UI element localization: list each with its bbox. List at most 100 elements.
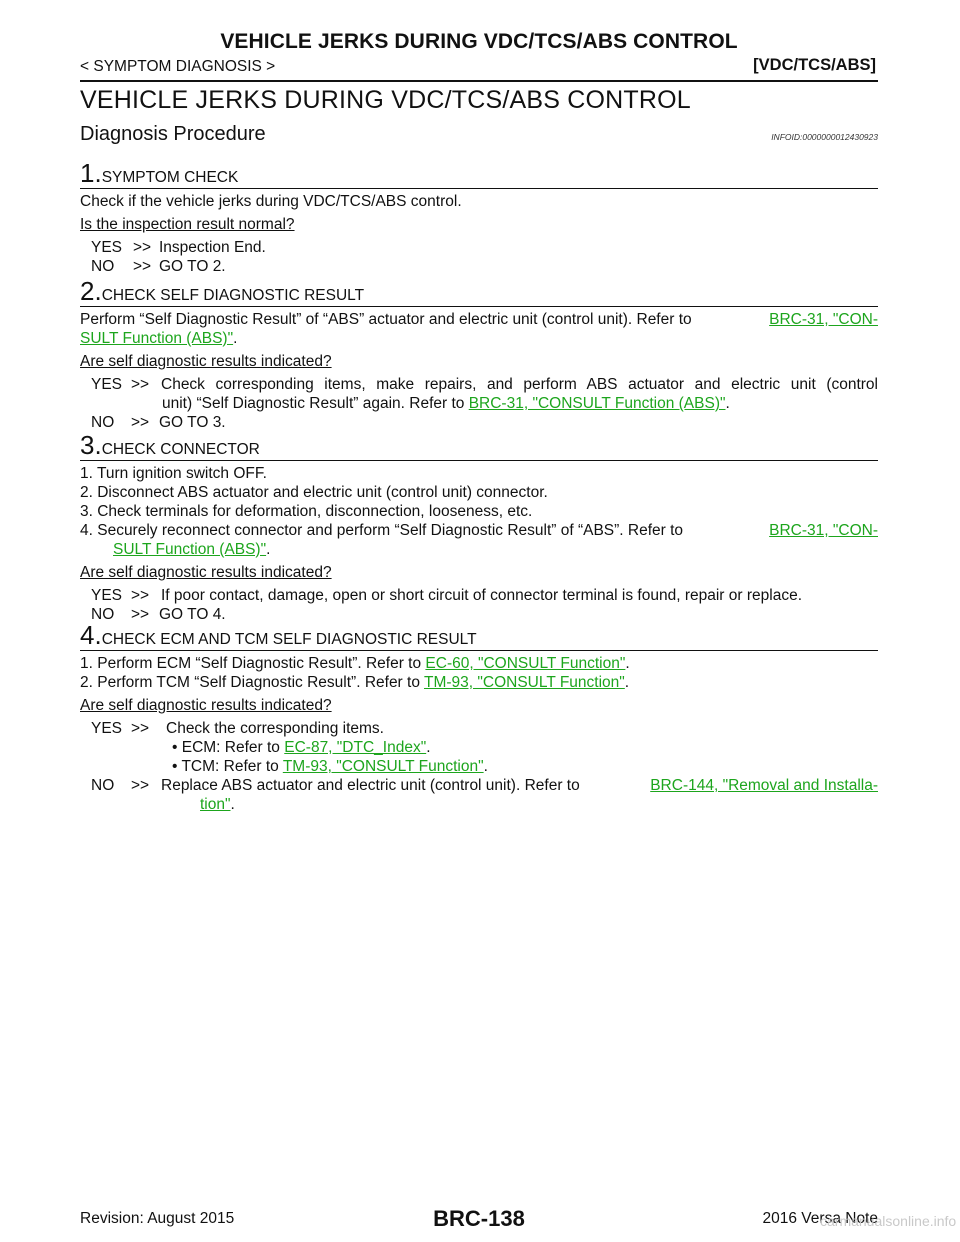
step-2-no: NO >> GO TO 3. xyxy=(91,414,226,432)
step-1-body: Check if the vehicle jerks during VDC/TC… xyxy=(80,193,462,210)
step-number: 3. xyxy=(80,430,102,460)
info-id: INFOID:0000000012430923 xyxy=(771,132,878,142)
step-3-item: 2. Disconnect ABS actuator and electric … xyxy=(80,484,548,501)
step-label: SYMPTOM CHECK xyxy=(101,169,239,186)
arrow: >> xyxy=(131,777,150,794)
step-label: CHECK SELF DIAGNOSTIC RESULT xyxy=(101,287,365,304)
link-brc-31-consult[interactable]: BRC-31, "CONSULT Function (ABS)" xyxy=(468,395,726,412)
item-text: 1. Perform ECM “Self Diagnostic Result”.… xyxy=(80,655,422,672)
step-3-yes: YES >> If poor contact, damage, open or sh… xyxy=(91,587,802,605)
watermark: carmanualsonline.info xyxy=(820,1213,957,1229)
item-text: 4. Securely reconnect connector and perf… xyxy=(80,522,684,539)
yes-label: YES xyxy=(91,239,123,256)
link-brc-144[interactable]: BRC-144, "Removal and Installa- xyxy=(650,777,878,794)
page-title: VEHICLE JERKS DURING VDC/TCS/ABS CONTROL xyxy=(80,86,691,114)
yes-text: Inspection End. xyxy=(159,239,266,256)
step-number: 2. xyxy=(80,276,102,306)
step-2-yes: YES >> Check corresponding items, make r… xyxy=(91,376,878,394)
arrow: >> xyxy=(131,587,150,604)
yes-label: YES xyxy=(91,720,123,737)
link-brc-31-cont[interactable]: SULT Function (ABS)" xyxy=(80,330,234,347)
step-1-yes: YES >> Inspection End. xyxy=(91,239,266,257)
period: . xyxy=(624,674,630,691)
step-3-heading: 3.CHECK CONNECTOR xyxy=(80,430,878,461)
yes-text: If poor contact, damage, open or short c… xyxy=(161,587,802,604)
step-4-bullet-ecm: • ECM: Refer to EC-87, "DTC_Index". xyxy=(172,739,431,757)
link-tm-93[interactable]: TM-93, "CONSULT Function" xyxy=(282,758,484,775)
step-3-item: 3. Check terminals for deformation, disc… xyxy=(80,503,533,520)
step-number: 4. xyxy=(80,620,102,650)
step-4-no-cont: tion". xyxy=(200,796,235,814)
section-subtitle: Diagnosis Procedure xyxy=(80,123,266,145)
no-text-line: Replace ABS actuator and electric unit (… xyxy=(161,777,878,795)
body-text: Perform “Self Diagnostic Result” of “ABS… xyxy=(80,311,692,328)
no-text: GO TO 4. xyxy=(159,606,226,623)
link-brc-31-cont[interactable]: SULT Function (ABS)" xyxy=(113,541,267,558)
link-brc-144-cont[interactable]: tion" xyxy=(200,796,231,813)
step-number: 1. xyxy=(80,158,102,188)
manual-page: VEHICLE JERKS DURING VDC/TCS/ABS CONTROL… xyxy=(80,0,878,1242)
arrow: >> xyxy=(133,239,152,256)
step-4-item-2: 2. Perform TCM “Self Diagnostic Result”.… xyxy=(80,674,629,692)
bullet-text: • ECM: Refer to xyxy=(172,739,280,756)
revision-date: Revision: August 2015 xyxy=(80,1210,235,1227)
page-number: BRC-138 xyxy=(433,1206,525,1231)
yes-label: YES xyxy=(91,376,123,393)
step-2-yes-cont: unit) “Self Diagnostic Result” again. Re… xyxy=(162,395,730,413)
period: . xyxy=(266,541,271,558)
period: . xyxy=(625,655,630,672)
step-4-question: Are self diagnostic results indicated? xyxy=(80,697,332,714)
yes-text: Check corresponding items, make repairs,… xyxy=(161,376,878,393)
header-divider xyxy=(80,80,878,82)
step-4-bullet-tcm: • TCM: Refer to TM-93, "CONSULT Function… xyxy=(172,758,488,776)
step-1-heading: 1.SYMPTOM CHECK xyxy=(80,158,878,189)
link-tm-93[interactable]: TM-93, "CONSULT Function" xyxy=(424,674,625,691)
step-3-no: NO >> GO TO 4. xyxy=(91,606,226,624)
no-label: NO xyxy=(91,777,115,794)
step-4-no: NO >> Replace ABS actuator and electric … xyxy=(91,777,878,795)
no-text: Replace ABS actuator and electric unit (… xyxy=(161,777,580,794)
step-1-question: Is the inspection result normal? xyxy=(80,216,295,233)
period: . xyxy=(230,796,235,813)
vehicle-model: 2016 Versa Note xyxy=(762,1210,878,1227)
step-3-item-4: 4. Securely reconnect connector and perf… xyxy=(80,522,878,540)
step-label: CHECK CONNECTOR xyxy=(101,441,260,458)
link-brc-31[interactable]: BRC-31, "CON- xyxy=(769,522,878,539)
step-3-question: Are self diagnostic results indicated? xyxy=(80,564,332,581)
step-3-item-4-cont: SULT Function (ABS)". xyxy=(113,541,270,559)
item-text: 2. Perform TCM “Self Diagnostic Result”.… xyxy=(80,674,420,691)
no-label: NO xyxy=(91,258,115,275)
link-ec-87[interactable]: EC-87, "DTC_Index" xyxy=(284,739,427,756)
yes-label: YES xyxy=(91,587,123,604)
section-tag: [VDC/TCS/ABS] xyxy=(753,56,876,74)
step-2-body-cont: SULT Function (ABS)". xyxy=(80,330,237,348)
yes-text-cont: unit) “Self Diagnostic Result” again. Re… xyxy=(162,395,465,412)
no-text: GO TO 2. xyxy=(159,258,226,275)
step-1-no: NO>>GO TO 2. xyxy=(91,258,226,276)
period: . xyxy=(233,330,238,347)
step-2-question: Are self diagnostic results indicated? xyxy=(80,353,332,370)
yes-text: Check the corresponding items. xyxy=(166,720,384,737)
bullet-text: • TCM: Refer to xyxy=(172,758,279,775)
step-label: CHECK ECM AND TCM SELF DIAGNOSTIC RESULT xyxy=(101,631,477,648)
no-label: NO xyxy=(91,606,115,623)
period: . xyxy=(483,758,488,775)
arrow: >> xyxy=(131,376,150,393)
no-label: NO xyxy=(91,414,115,431)
arrow: >> xyxy=(131,720,150,737)
no-text: GO TO 3. xyxy=(159,414,226,431)
link-brc-31[interactable]: BRC-31, "CON- xyxy=(769,311,878,328)
step-4-yes: YES >> Check the corresponding items. xyxy=(91,720,384,738)
breadcrumb: < SYMPTOM DIAGNOSIS > xyxy=(80,58,276,75)
period: . xyxy=(725,395,730,412)
link-ec-60[interactable]: EC-60, "CONSULT Function" xyxy=(425,655,626,672)
period: . xyxy=(426,739,431,756)
step-4-item-1: 1. Perform ECM “Self Diagnostic Result”.… xyxy=(80,655,630,673)
step-4-heading: 4.CHECK ECM AND TCM SELF DIAGNOSTIC RESU… xyxy=(80,620,878,651)
step-3-item: 1. Turn ignition switch OFF. xyxy=(80,465,267,482)
arrow: >> xyxy=(131,606,150,623)
arrow: >> xyxy=(131,414,150,431)
step-2-body: Perform “Self Diagnostic Result” of “ABS… xyxy=(80,311,878,329)
header-title: VEHICLE JERKS DURING VDC/TCS/ABS CONTROL xyxy=(220,30,738,53)
step-2-heading: 2.CHECK SELF DIAGNOSTIC RESULT xyxy=(80,276,878,307)
